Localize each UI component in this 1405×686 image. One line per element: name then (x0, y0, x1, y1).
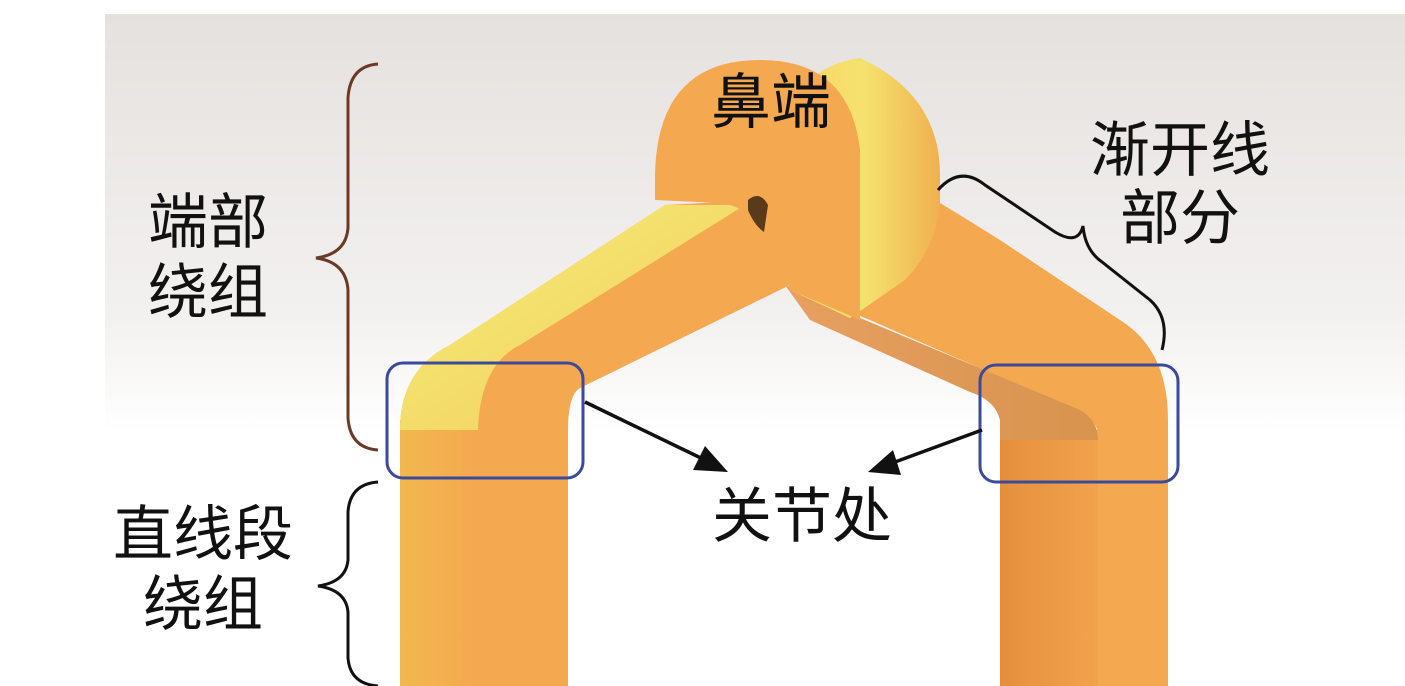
joint-box-right (978, 363, 1180, 484)
coil (400, 58, 1168, 686)
left-leg-side (400, 420, 478, 686)
end-winding-label-line2: 绕组 (148, 258, 268, 328)
straight-winding-label-line1: 直线段 (113, 500, 293, 570)
left-end-arm (400, 200, 790, 430)
curly-brace-icon (317, 480, 379, 686)
curly-brace-icon (315, 62, 379, 452)
straight-winding-label: 直线段 绕组 (113, 502, 293, 638)
involute-label: 渐开线 部分 (1090, 118, 1270, 252)
arrow-icon (584, 400, 983, 475)
nose-front (655, 60, 860, 320)
left-arm-highlight (400, 205, 745, 430)
right-leg-shade (1000, 440, 1098, 686)
nose-hole (748, 196, 768, 232)
nose-label: 鼻端 (711, 68, 831, 138)
right-arm-underside (785, 285, 1098, 440)
end-winding-label: 端部 绕组 (148, 190, 268, 326)
involute-label-line1: 渐开线 (1090, 116, 1270, 186)
joint-box-left (385, 361, 585, 480)
curly-brace-icon (936, 174, 1166, 351)
end-winding-label-line1: 端部 (148, 188, 268, 258)
involute-label-line2: 部分 (1120, 184, 1240, 254)
straight-winding-label-line2: 绕组 (143, 570, 263, 640)
joint-label: 关节处 (712, 482, 892, 552)
